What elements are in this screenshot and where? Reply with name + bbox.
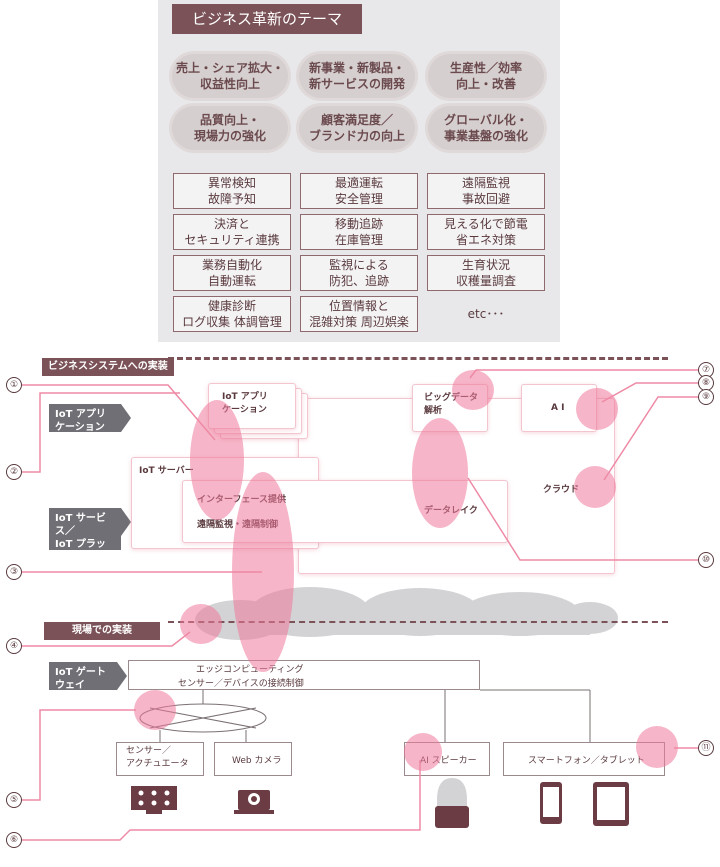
goal-pill: 顧客満足度／ ブランド力の向上 bbox=[299, 106, 415, 150]
ai-label: A I bbox=[551, 403, 565, 413]
goal-pill: 生産性／効率 向上・改善 bbox=[428, 54, 544, 98]
smartphone-label: スマートフォン／タブレット bbox=[528, 756, 645, 766]
edge-label-1: エッジコンピューティング bbox=[196, 665, 304, 675]
edge-box bbox=[128, 660, 480, 690]
use-case-box: 位置情報と 混雑対策 周辺娯楽 bbox=[300, 296, 418, 332]
highlight-1 bbox=[190, 400, 244, 520]
highlight-8 bbox=[576, 388, 618, 430]
layer-iot-app: IoT アプリ ケーション bbox=[49, 404, 131, 433]
ai-speaker-icon bbox=[435, 778, 469, 828]
highlight-10 bbox=[412, 418, 468, 528]
highlight-11 bbox=[636, 726, 678, 768]
sensor-label: センサー／ アクチュエータ bbox=[126, 746, 189, 769]
webcam-label: Web カメラ bbox=[232, 756, 282, 766]
use-case-box: 最適運転 安全管理 bbox=[300, 173, 418, 209]
field-divider bbox=[168, 621, 668, 623]
ai-speaker-label: AI スピーカー bbox=[420, 756, 477, 766]
sensor-box bbox=[116, 742, 204, 776]
marker-4: ④ bbox=[6, 638, 22, 654]
goal-pill: 新事業・新製品・ 新サービスの開発 bbox=[299, 54, 415, 98]
use-case-box: 健康診断 ログ収集 体調管理 bbox=[173, 296, 291, 332]
goal-pill: グローバル化・ 事業基盤の強化 bbox=[428, 106, 544, 150]
iot-server-label: IoT サーバー bbox=[139, 466, 194, 476]
marker-6: ⑥ bbox=[6, 832, 22, 848]
webcam-icon bbox=[234, 790, 274, 814]
cloud-label: クラウド bbox=[543, 485, 580, 495]
use-case-box: 移動追跡 在庫管理 bbox=[300, 214, 418, 250]
use-case-box: 見える化で節電 省エネ対策 bbox=[427, 214, 545, 250]
use-case-box: 監視による 防犯、追跡 bbox=[300, 255, 418, 291]
iot-app-label: IoT アプリ ケーション bbox=[222, 392, 268, 415]
edge-label-2: センサー／デバイスの接続制御 bbox=[178, 679, 304, 689]
marker-3: ③ bbox=[6, 564, 22, 580]
goal-pill: 品質向上・ 現場力の強化 bbox=[172, 106, 288, 150]
highlight-6 bbox=[404, 733, 442, 771]
marker-5: ⑤ bbox=[6, 792, 22, 808]
smartphone-icon bbox=[540, 782, 562, 824]
highlight-4 bbox=[180, 604, 222, 644]
use-case-box: 業務自動化 自動運転 bbox=[173, 255, 291, 291]
bigdata-label: ビッグデータ 解析 bbox=[424, 393, 479, 416]
business-system-tag: ビジネスシステムへの実装 bbox=[42, 358, 174, 376]
use-case-etc: etc･･･ bbox=[467, 307, 505, 321]
webcam-box bbox=[214, 742, 292, 776]
highlight-7 bbox=[452, 370, 494, 410]
goal-pill: 売上・シェア拡大・ 収益性向上 bbox=[172, 54, 288, 98]
tablet-icon bbox=[593, 782, 629, 826]
sensor-panel-icon bbox=[131, 786, 177, 814]
layer-iot-service: IoT サービス／ IoT プラット フォーム bbox=[49, 508, 131, 576]
marker-2: ② bbox=[6, 464, 22, 480]
use-case-box: 決済と セキュリティ連携 bbox=[173, 214, 291, 250]
business-system-divider bbox=[168, 357, 668, 360]
field-tag: 現場での実装 bbox=[44, 622, 160, 640]
marker-1: ① bbox=[6, 377, 22, 393]
highlight-5 bbox=[134, 690, 176, 730]
use-case-box: 遠隔監視 事故回避 bbox=[427, 173, 545, 209]
marker-8: ⑧ bbox=[698, 375, 714, 391]
marker-11: ⑪ bbox=[698, 740, 714, 756]
use-case-box: 異常検知 故障予知 bbox=[173, 173, 291, 209]
marker-9: ⑨ bbox=[698, 389, 714, 405]
use-case-box: 生育状況 収穫量調査 bbox=[427, 255, 545, 291]
marker-10: ⑩ bbox=[698, 552, 714, 568]
layer-gateway: IoT ゲート ウェイ bbox=[49, 662, 127, 691]
theme-title: ビジネス革新のテーマ bbox=[172, 4, 362, 34]
